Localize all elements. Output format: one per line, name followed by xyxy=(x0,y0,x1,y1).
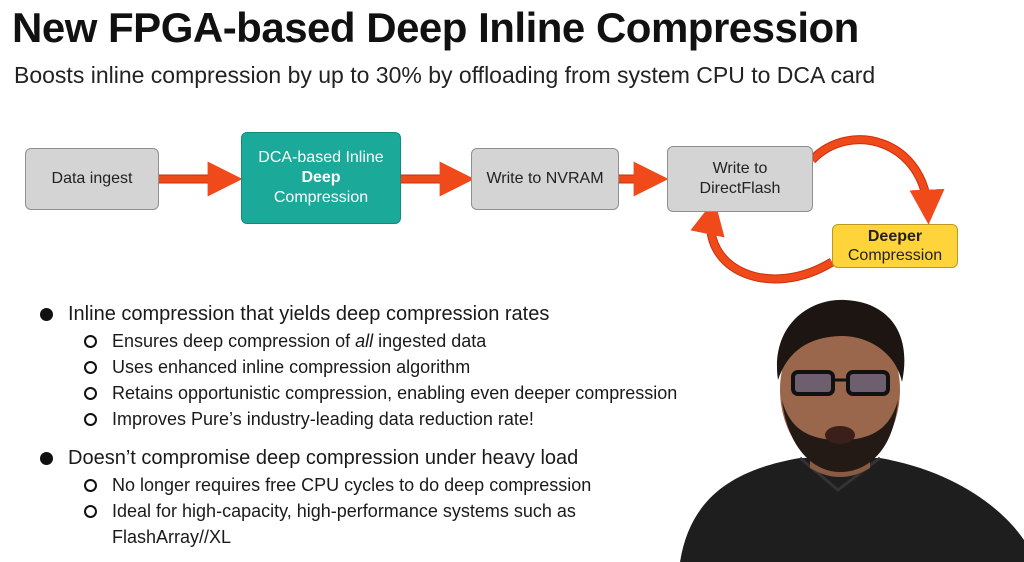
sub-bullet-item: Improves Pure’s industry-leading data re… xyxy=(40,406,780,432)
node-deeper-line2: Compression xyxy=(847,247,943,264)
node-directflash-line2: DirectFlash xyxy=(699,180,781,197)
slide-subtitle: Boosts inline compression by up to 30% b… xyxy=(14,62,876,88)
node-deeper-label: Deeper Compression xyxy=(848,227,942,265)
node-write-directflash: Write to DirectFlash xyxy=(667,146,813,212)
sub-bullet-item: Retains opportunistic compression, enabl… xyxy=(40,380,780,406)
presenter-video xyxy=(650,290,1024,562)
presenter-image xyxy=(680,299,1024,562)
node-directflash-label: Write to DirectFlash xyxy=(700,159,781,199)
sub-bullet-item: Ensures deep compression of all ingested… xyxy=(40,328,780,354)
node-dca-line2: Deep xyxy=(301,169,341,186)
node-write-nvram: Write to NVRAM xyxy=(471,148,619,210)
node-directflash-line1: Write to xyxy=(712,160,768,177)
node-nvram-label: Write to NVRAM xyxy=(486,170,604,187)
node-deeper-line1: Deeper xyxy=(867,228,923,245)
slide-title: New FPGA-based Deep Inline Compression xyxy=(12,4,859,51)
sub-bullet-item: No longer requires free CPU cycles to do… xyxy=(40,472,780,498)
arrow-directflash-to-deeper xyxy=(808,135,945,225)
node-dca-line1: DCA-based Inline xyxy=(258,149,384,166)
bullet-item: Doesn’t compromise deep compression unde… xyxy=(40,444,780,472)
node-data-ingest: Data ingest xyxy=(25,148,159,210)
bullet-list: Inline compression that yields deep comp… xyxy=(40,300,780,550)
sub-bullet-text: Ensures deep compression of xyxy=(112,331,356,351)
node-deeper-compression: Deeper Compression xyxy=(832,224,958,268)
node-dca-label: DCA-based Inline Deep Compression xyxy=(258,148,383,208)
sub-bullet-text: ingested data xyxy=(373,331,487,351)
sub-bullet-item: Uses enhanced inline compression algorit… xyxy=(40,354,780,380)
sub-bullet-item: Ideal for high-capacity, high-performanc… xyxy=(40,498,672,550)
node-dca-inline-compression: DCA-based Inline Deep Compression xyxy=(241,132,401,224)
bullet-item: Inline compression that yields deep comp… xyxy=(40,300,780,328)
node-data-ingest-label: Data ingest xyxy=(51,170,133,187)
node-dca-line3: Compression xyxy=(273,189,369,206)
arrow-deeper-to-directflash xyxy=(690,199,835,284)
sub-bullet-emphasis: all xyxy=(355,331,374,351)
